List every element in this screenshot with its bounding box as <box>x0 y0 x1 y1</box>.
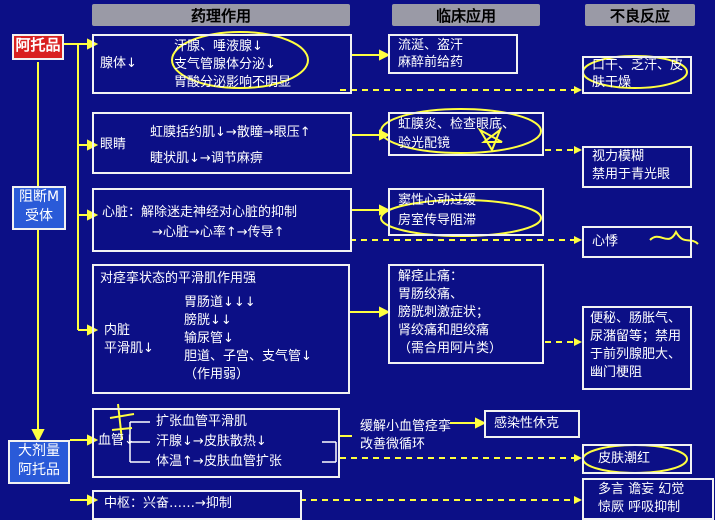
cns-adverse-2: 惊厥 呼吸抑制 <box>598 500 681 515</box>
eye-iris: 虹膜括约肌↓ <box>150 125 226 140</box>
cns-excite: 中枢：兴奋…… <box>104 496 196 511</box>
mechanism-box: 阻断M 受体 <box>12 186 66 230</box>
cns-line: 中枢：兴奋……→抑制 <box>104 496 232 511</box>
shock-box <box>484 410 580 438</box>
smooth-clinical-3: 膀胱刺激症状； <box>398 305 490 320</box>
cns-adverse-1: 多言 谵妄 幻觉 <box>598 482 685 497</box>
heart-box <box>92 188 352 252</box>
vessel-clinical-2: 改善微循环 <box>360 437 426 452</box>
vessel-side: 血管↓ <box>98 433 135 448</box>
vessel-box <box>92 408 340 478</box>
heart-clinical-1: 窦性心动过缓 <box>398 193 477 208</box>
heart-line1: 心脏：解除迷走神经对心脏的抑制 <box>102 205 298 220</box>
eye-adverse-1: 视力模糊 <box>592 149 645 164</box>
gland-adverse-box <box>582 56 692 94</box>
mechanism-line2: 受体 <box>25 208 53 224</box>
smooth-side-2: 平滑肌↓ <box>104 341 154 356</box>
eye-mydriasis: 散瞳 <box>236 125 263 140</box>
gland-line-1: 汗腺、唾液腺↓ <box>174 39 263 54</box>
gland-clinical-2: 麻醉前给药 <box>398 55 464 70</box>
shock-indication: 感染性休克 <box>494 416 560 431</box>
eye-clinical-box <box>388 112 544 156</box>
heart-adverse: 心悸 <box>592 234 619 249</box>
smooth-adverse-1: 便秘、肠胀气、 <box>590 311 682 326</box>
smooth-clinical-1: 解痉止痛： <box>398 269 464 284</box>
gland-clinical-box <box>388 34 518 74</box>
vessel-adverse-box <box>582 444 692 474</box>
smooth-title: 对痉挛状态的平滑肌作用强 <box>100 271 257 286</box>
heart-line2: →心脏→心率↑→传导↑ <box>152 225 285 240</box>
heart-adverse-box <box>582 226 692 258</box>
drug-name-box: 阿托品 <box>12 34 64 60</box>
eye-line1: 虹膜括约肌↓→散瞳→眼压↑ <box>150 125 311 140</box>
vessel-heat: 皮肤散热↓ <box>203 434 267 449</box>
smooth-muscle-box <box>92 264 350 394</box>
heart-conduction: 传导↑ <box>247 225 285 240</box>
gland-line-3: 胃酸分泌影响不明显 <box>174 75 292 90</box>
smooth-adverse-2: 尿潴留等；禁用 <box>590 329 682 344</box>
large-dose-line2: 阿托品 <box>18 462 60 478</box>
heart-clinical-2: 房室传导阻滞 <box>398 213 477 228</box>
eye-box <box>92 112 352 174</box>
heart-organ: 心脏 <box>162 225 189 240</box>
smooth-adverse-box <box>582 306 692 390</box>
eye-adverse-box <box>582 146 692 188</box>
vessel-line-2: 汗腺↓→皮肤散热↓ <box>156 434 267 449</box>
vessel-line-3: 体温↑→皮肤血管扩张 <box>156 454 282 469</box>
smooth-clinical-2: 胃肠绞痛、 <box>398 287 464 302</box>
eye-pressure: 眼压↑ <box>273 125 311 140</box>
large-dose-box: 大剂量 阿托品 <box>8 440 70 484</box>
smooth-clinical-5: （需合用阿片类） <box>398 341 503 356</box>
vessel-adverse: 皮肤潮红 <box>598 451 651 466</box>
vessel-line-1: 扩张血管平滑肌 <box>156 414 248 429</box>
gland-title: 腺体↓ <box>100 56 137 71</box>
gland-adverse: 口干、乏汗、皮肤干燥 <box>592 58 684 90</box>
smooth-line-4: 胆道、子宫、支气管↓ <box>184 349 312 364</box>
gland-box <box>92 34 352 94</box>
smooth-adverse-3: 于前列腺肥大、 <box>590 347 682 362</box>
gland-clinical-1: 流涎、盗汗 <box>398 38 464 53</box>
vessel-temp: 体温↑ <box>156 454 193 469</box>
eye-paralysis: 调节麻痹 <box>210 151 263 166</box>
cns-inhibit: 抑制 <box>205 496 232 511</box>
smooth-line-3: 输尿管↓ <box>184 331 234 346</box>
smooth-side-1: 内脏 <box>104 323 131 338</box>
heart-rate: 心率↑ <box>199 225 237 240</box>
eye-ciliary: 睫状肌↓ <box>150 151 200 166</box>
eye-clinical-2: 验光配镜 <box>398 136 451 151</box>
vessel-sweat: 汗腺↓ <box>156 434 193 449</box>
vessel-clinical-1: 缓解小血管痉挛 <box>360 419 452 434</box>
gland-line-2: 支气管腺体分泌↓ <box>174 57 276 72</box>
smooth-adverse-4: 幽门梗阻 <box>590 365 643 380</box>
eye-line2: 睫状肌↓→调节麻痹 <box>150 151 263 166</box>
eye-clinical-1: 虹膜炎、检查眼底、 <box>398 117 516 132</box>
heart-clinical-box <box>388 188 544 236</box>
smooth-line-1: 胃肠道↓↓↓ <box>184 295 256 310</box>
header-pharmacology: 药理作用 <box>92 4 350 26</box>
header-adverse: 不良反应 <box>585 4 695 26</box>
eye-title: 眼睛 <box>100 137 127 152</box>
eye-adverse-2: 禁用于青光眼 <box>592 167 671 182</box>
smooth-clinical-box <box>388 264 544 364</box>
header-clinical: 临床应用 <box>392 4 540 26</box>
vessel-dilation: 皮肤血管扩张 <box>203 454 282 469</box>
smooth-clinical-4: 肾绞痛和胆绞痛 <box>398 323 490 338</box>
smooth-line-5: （作用弱） <box>184 367 250 382</box>
large-dose-line1: 大剂量 <box>18 443 60 459</box>
smooth-line-2: 膀胱↓↓ <box>184 313 232 328</box>
mechanism-line1: 阻断M <box>18 189 60 205</box>
